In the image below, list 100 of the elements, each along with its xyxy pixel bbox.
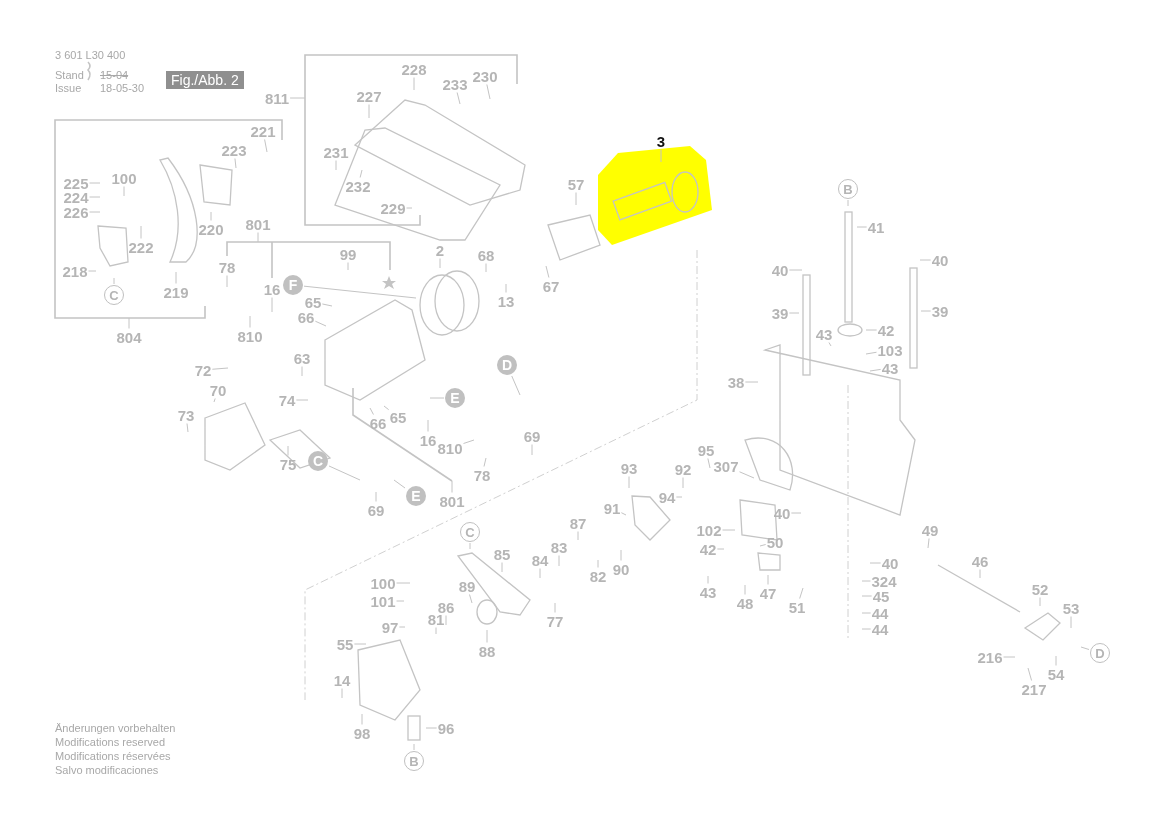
note-text: Salvo modificaciones bbox=[55, 765, 159, 776]
callout-number: 41 bbox=[867, 219, 885, 235]
callout-number: 66 bbox=[297, 309, 315, 325]
leader-line bbox=[483, 457, 487, 467]
leader-line bbox=[739, 471, 755, 479]
callout-number: 67 bbox=[542, 278, 560, 294]
callout-number: 51 bbox=[788, 599, 806, 615]
leader-line bbox=[383, 405, 390, 411]
reference-letter: E bbox=[406, 486, 426, 506]
callout-number: 46 bbox=[971, 553, 989, 569]
callout-number: 222 bbox=[128, 239, 154, 255]
callout-number: 224 bbox=[63, 189, 89, 205]
callout-number: 233 bbox=[442, 76, 468, 92]
callout-number: 804 bbox=[116, 329, 142, 345]
callout-number: 74 bbox=[278, 392, 296, 408]
callout-number: 68 bbox=[477, 247, 495, 263]
leader-line bbox=[393, 479, 406, 489]
callout-number: 2 bbox=[435, 242, 445, 258]
callout-number: 44 bbox=[871, 605, 889, 621]
callout-number: 50 bbox=[766, 534, 784, 550]
leader-line bbox=[799, 587, 804, 599]
leader-line bbox=[234, 158, 237, 169]
leader-line bbox=[328, 465, 361, 481]
callout-number: 218 bbox=[62, 263, 88, 279]
leader-line bbox=[321, 303, 333, 307]
leader-line bbox=[707, 458, 711, 469]
reference-letter: C bbox=[460, 522, 480, 542]
callout-number: 43 bbox=[699, 584, 717, 600]
reference-letter: F bbox=[283, 275, 303, 295]
date-label: Issue bbox=[55, 83, 82, 94]
callout-number: 65 bbox=[389, 409, 407, 425]
callout-number: 73 bbox=[177, 407, 195, 423]
callout-number: 38 bbox=[727, 374, 745, 390]
callout-number: 801 bbox=[245, 216, 271, 232]
callout-number: 57 bbox=[567, 176, 585, 192]
callout-number: 102 bbox=[696, 522, 722, 538]
note-text: Modifications réservées bbox=[55, 751, 171, 762]
callout-number: 48 bbox=[736, 595, 754, 611]
callout-number: 231 bbox=[323, 144, 349, 160]
callout-number: 89 bbox=[458, 578, 476, 594]
callout-number: 78 bbox=[473, 467, 491, 483]
leader-line bbox=[620, 512, 627, 516]
callout-number: 52 bbox=[1031, 581, 1049, 597]
callout-number: 220 bbox=[198, 221, 224, 237]
callout-number: 227 bbox=[356, 88, 382, 104]
callout-number: 40 bbox=[931, 252, 949, 268]
callout-number: 72 bbox=[194, 362, 212, 378]
leader-line bbox=[456, 92, 461, 105]
callout-number: 16 bbox=[263, 281, 281, 297]
reference-letter: E bbox=[445, 388, 465, 408]
callout-number: 13 bbox=[497, 293, 515, 309]
leader-line bbox=[828, 342, 832, 347]
callout-number: 221 bbox=[250, 123, 276, 139]
reference-letter: D bbox=[497, 355, 517, 375]
leader-line bbox=[314, 320, 327, 327]
callout-number: 44 bbox=[871, 621, 889, 637]
date-label: 18-05-30 bbox=[100, 83, 145, 94]
figure-tag: Fig./Abb. 2 bbox=[166, 71, 244, 89]
callout-number: 87 bbox=[569, 515, 587, 531]
callout-number: 98 bbox=[353, 725, 371, 741]
callout-number: 40 bbox=[881, 555, 899, 571]
callout-number: 49 bbox=[921, 522, 939, 538]
callout-number: 39 bbox=[771, 305, 789, 321]
callout-number: 217 bbox=[1021, 681, 1047, 697]
callout-number: 99 bbox=[339, 246, 357, 262]
callout-number: 91 bbox=[603, 500, 621, 516]
callout-number: 219 bbox=[163, 284, 189, 300]
leader-line bbox=[545, 265, 550, 278]
callout-number: 229 bbox=[380, 200, 406, 216]
leader-line bbox=[303, 285, 417, 299]
callout-number: 96 bbox=[437, 720, 455, 736]
callout-number: 103 bbox=[877, 342, 903, 358]
leader-line bbox=[287, 445, 289, 456]
leader-line bbox=[1027, 667, 1033, 681]
callout-number: 69 bbox=[367, 502, 385, 518]
leader-line bbox=[660, 149, 662, 163]
callout-number: 40 bbox=[771, 262, 789, 278]
callout-number: 65 bbox=[304, 294, 322, 310]
callout-number: 810 bbox=[437, 440, 463, 456]
callout-number: 70 bbox=[209, 382, 227, 398]
leader-line bbox=[927, 538, 930, 549]
leader-line bbox=[369, 407, 374, 415]
reference-letter: B bbox=[404, 751, 424, 771]
callout-number: 324 bbox=[871, 573, 897, 589]
callout-number: 811 bbox=[264, 90, 290, 106]
leader-line bbox=[469, 594, 473, 604]
callout-number: 42 bbox=[877, 322, 895, 338]
leader-line bbox=[759, 544, 767, 547]
callout-number: 93 bbox=[620, 460, 638, 476]
callout-number: 40 bbox=[773, 505, 791, 521]
leader-line bbox=[869, 368, 882, 372]
callout-number: 232 bbox=[345, 178, 371, 194]
callout-number: 66 bbox=[369, 415, 387, 431]
callout-number: 43 bbox=[881, 360, 899, 376]
part-number: 3 601 L30 400 bbox=[55, 50, 126, 61]
callout-number: 101 bbox=[370, 593, 396, 609]
callout-number: 63 bbox=[293, 350, 311, 366]
leader-line bbox=[359, 169, 363, 178]
callout-number: 42 bbox=[699, 541, 717, 557]
callout-number: 47 bbox=[759, 585, 777, 601]
